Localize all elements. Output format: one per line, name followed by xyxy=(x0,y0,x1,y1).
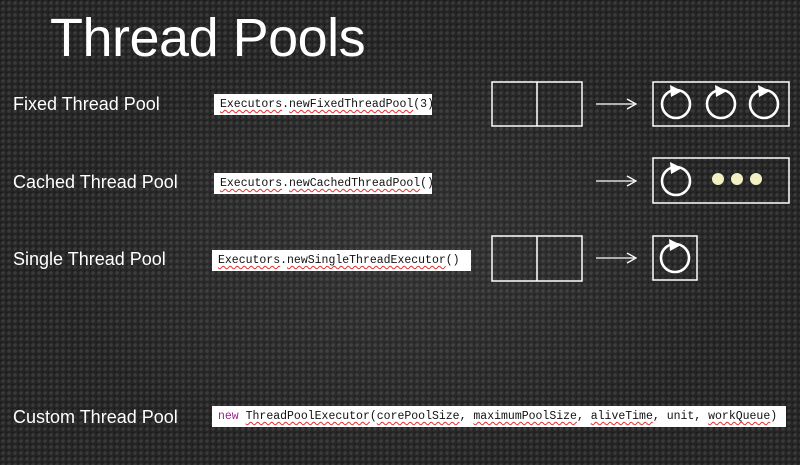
param-maximum-pool-size: maximumPoolSize xyxy=(473,410,577,423)
cached-thread-pool-label: Cached Thread Pool xyxy=(13,172,178,192)
code-keyword: new xyxy=(218,410,239,423)
arrow-right-icon xyxy=(596,175,638,187)
code-args: () xyxy=(420,177,434,190)
single-thread-pool-label: Single Thread Pool xyxy=(13,249,166,269)
thread-cycle-icon xyxy=(660,160,692,197)
ellipsis-dots-icon xyxy=(712,173,762,185)
param-unit: unit xyxy=(666,410,695,423)
code-class: Executors xyxy=(220,98,283,111)
fixed-pool-threads xyxy=(652,81,790,127)
code-class: Executors xyxy=(218,254,281,267)
code-method: newFixedThreadPool xyxy=(289,98,414,111)
code-class: ThreadPoolExecutor xyxy=(245,410,370,423)
arrow-right-icon xyxy=(596,252,638,264)
param-alive-time: aliveTime xyxy=(590,410,653,423)
cached-thread-pool-code: Executors.newCachedThreadPool() xyxy=(214,173,434,194)
slide-title: Thread Pools xyxy=(50,8,366,68)
thread-cycle-icon xyxy=(660,83,692,120)
code-method: newCachedThreadPool xyxy=(289,177,421,190)
thread-cycle-icon xyxy=(659,237,691,274)
param-core-pool-size: corePoolSize xyxy=(376,410,460,423)
arrow-right-icon xyxy=(596,98,638,110)
code-method: newSingleThreadExecutor xyxy=(287,254,446,267)
custom-thread-pool-code: new ThreadPoolExecutor(corePoolSize, max… xyxy=(212,406,786,427)
single-pool-thread xyxy=(652,235,698,281)
code-args: () xyxy=(445,254,460,267)
single-thread-pool-code: Executors.newSingleThreadExecutor() xyxy=(212,250,471,271)
param-work-queue: workQueue xyxy=(708,410,771,423)
thread-cycle-icon xyxy=(705,83,737,120)
task-queue-icon xyxy=(491,235,583,282)
code-args: (3) xyxy=(413,98,434,111)
code-class: Executors xyxy=(220,177,283,190)
cached-pool-threads xyxy=(652,157,790,204)
task-queue-icon xyxy=(491,81,583,127)
fixed-thread-pool-code: Executors.newFixedThreadPool(3) xyxy=(214,94,434,115)
fixed-thread-pool-label: Fixed Thread Pool xyxy=(13,94,160,114)
custom-thread-pool-label: Custom Thread Pool xyxy=(13,407,178,427)
thread-cycle-icon xyxy=(748,83,780,120)
